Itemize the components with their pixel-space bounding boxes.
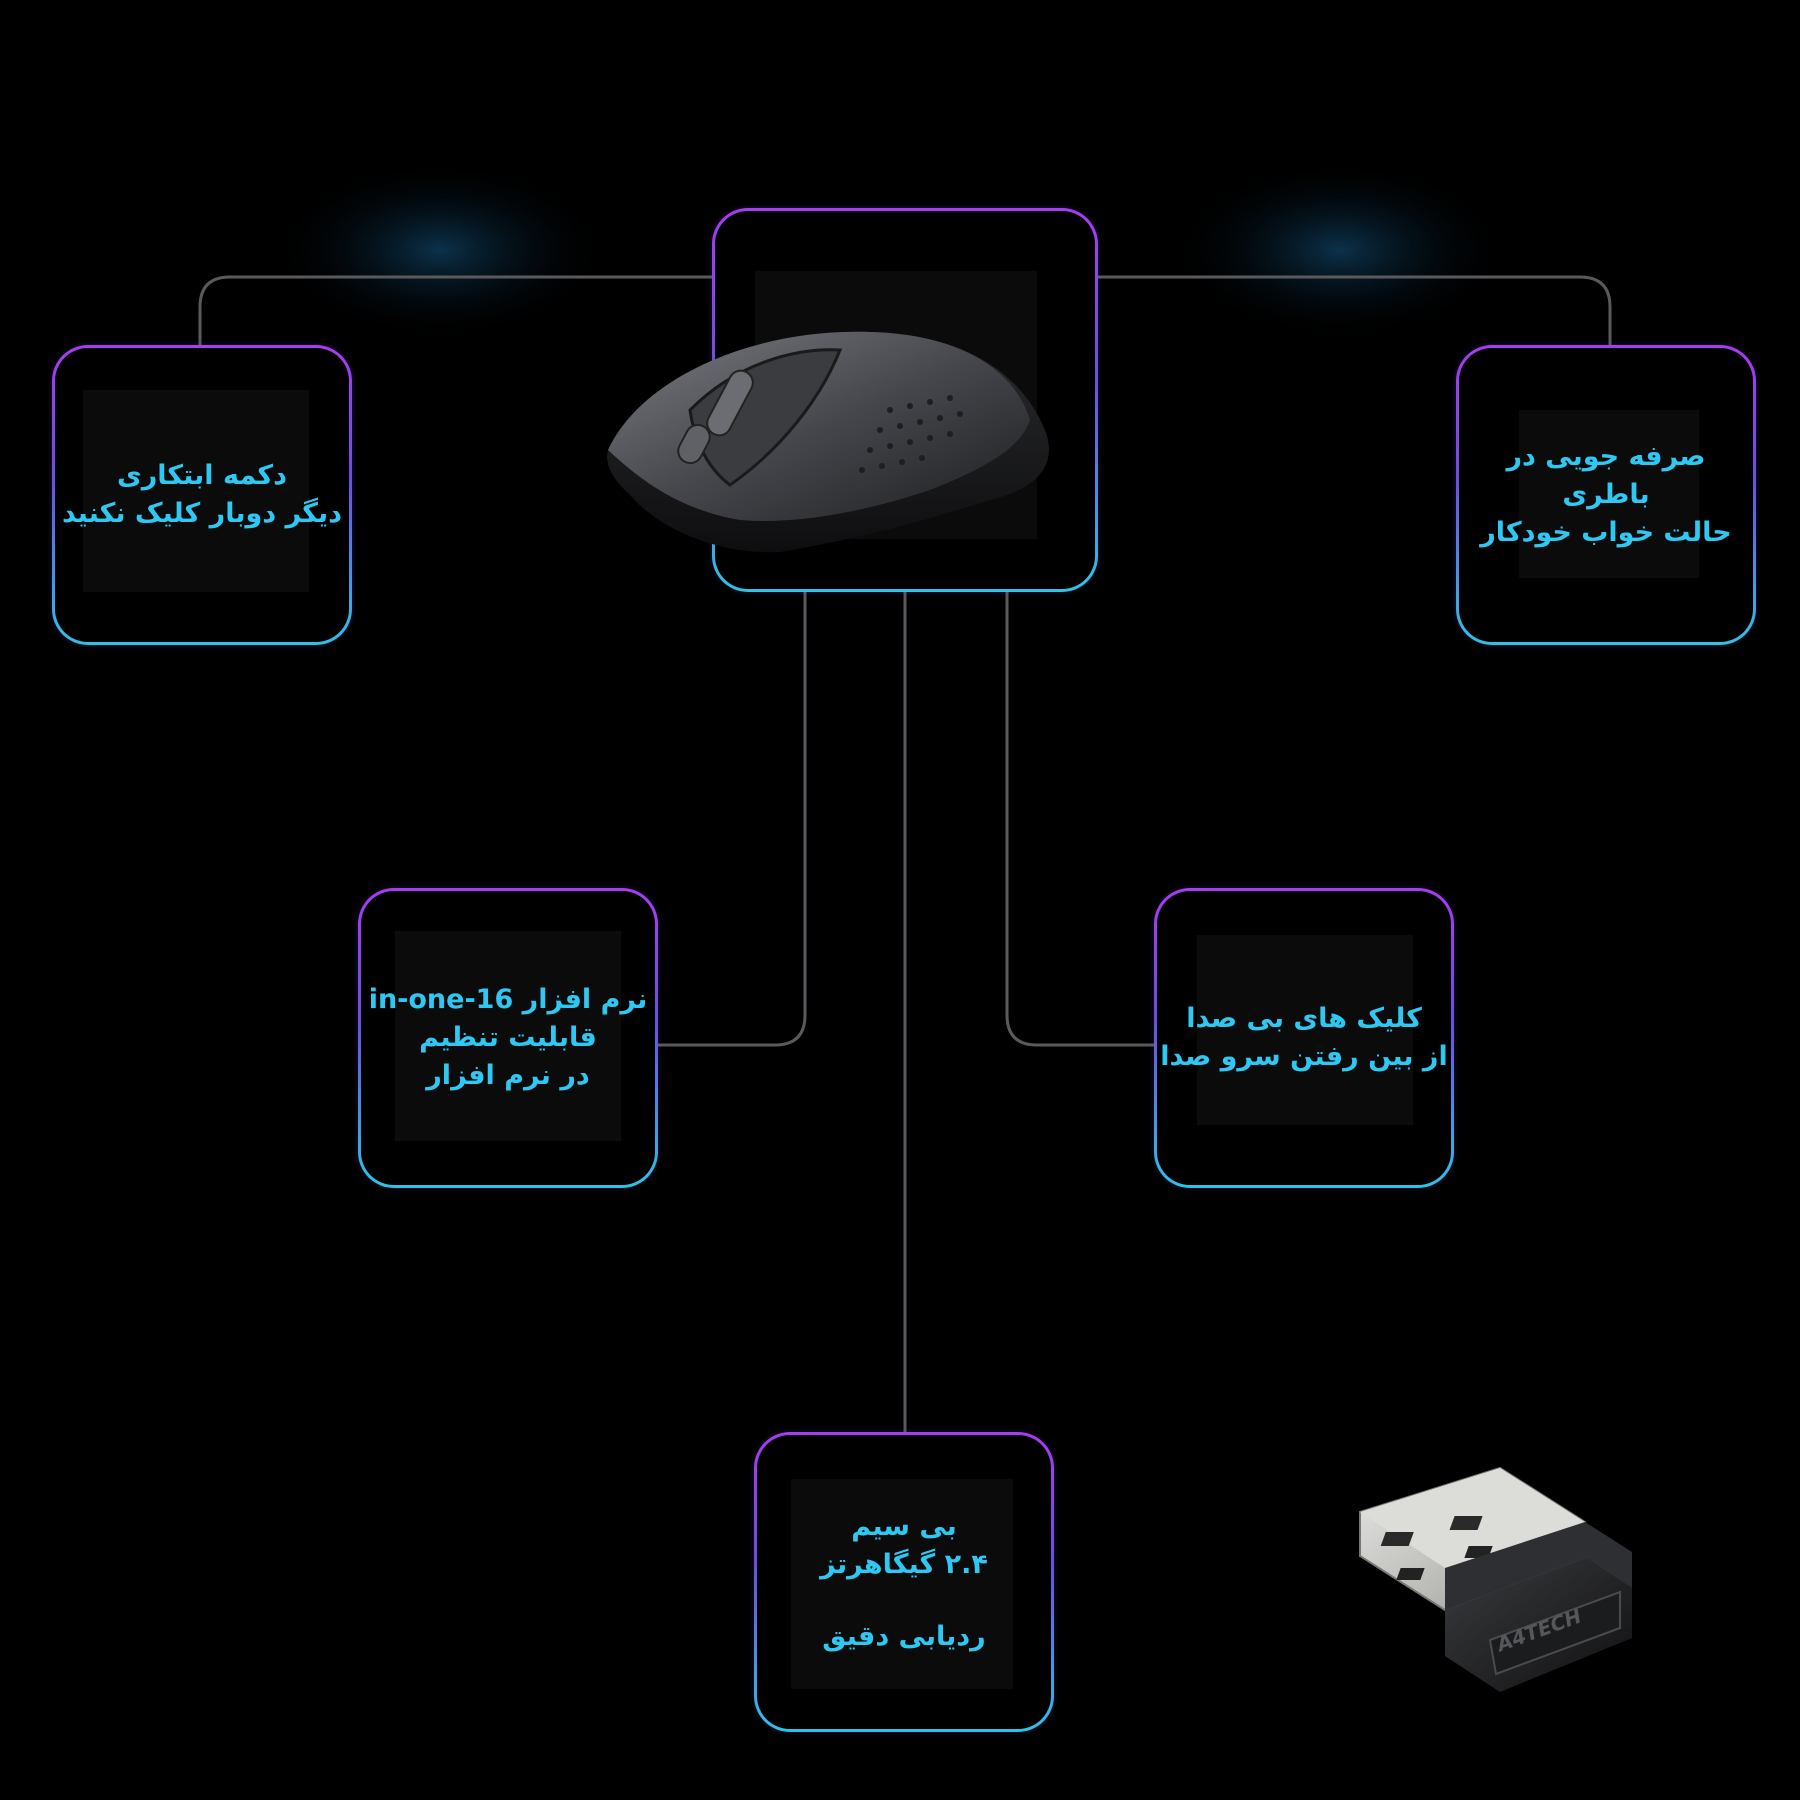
feature-label: نرم افزار 16-in-one قابلیت تنظیم در نرم … [368, 984, 648, 1091]
feature-box-silent-click: کلیک های بی صدا از بین رفتن سرو صدا [1154, 888, 1454, 1188]
feature-label: دکمه ابتکاری دیگر دوبار کلیک نکنید [61, 460, 343, 529]
feature-box-wireless: بی سیم ۲.۴ گیگاهرتز ردیابی دقیق [754, 1432, 1054, 1732]
feature-label: بی سیم ۲.۴ گیگاهرتز ردیابی دقیق [820, 1511, 988, 1652]
feature-box-innovative-button: دکمه ابتکاری دیگر دوبار کلیک نکنید [52, 345, 352, 645]
feature-label: صرفه جویی در باطری حالت خواب خودکار [1480, 441, 1732, 548]
usb-receiver-icon [1359, 1466, 1632, 1692]
feature-label: کلیک های بی صدا از بین رفتن سرو صدا [1160, 1003, 1448, 1072]
feature-box-battery-saving: صرفه جویی در باطری حالت خواب خودکار [1456, 345, 1756, 645]
wireless-mouse-icon [607, 331, 1049, 553]
feature-box-software: نرم افزار 16-in-one قابلیت تنظیم در نرم … [358, 888, 658, 1188]
